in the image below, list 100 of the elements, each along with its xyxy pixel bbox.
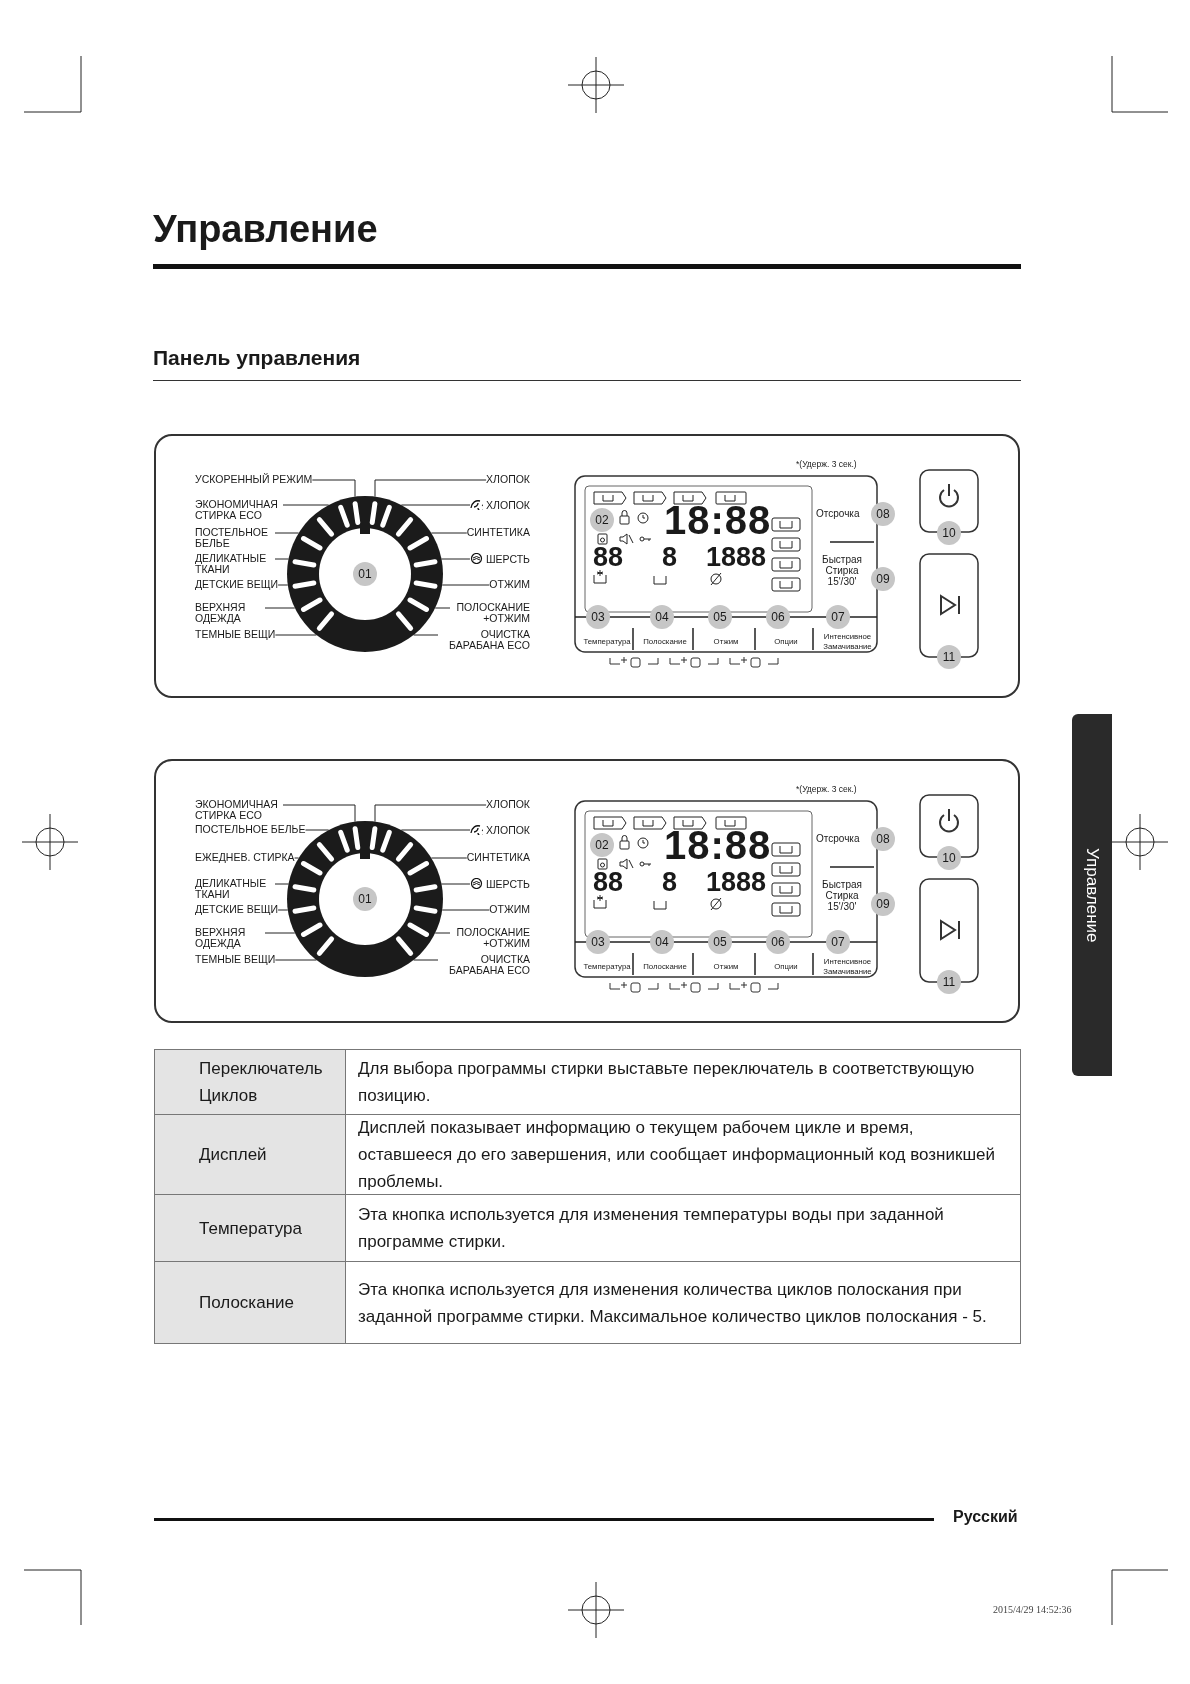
leader-line [282,804,356,823]
callout-number: 08 [871,827,895,851]
segment-digits: 8 [662,869,678,896]
callout-number: 06 [766,605,790,629]
leader-line [434,607,451,609]
leader-line [274,959,317,961]
section-tab: Управление [1072,714,1112,1076]
program-label: ВЕРХНЯЯ ОДЕЖДА [195,602,265,624]
button-label: Отсрочка [816,833,860,844]
button-label: Быстрая Стирка 15'/30' [821,554,863,587]
segment-digits: 18:88 [664,500,772,540]
segment-digits: 18:88 [664,825,772,865]
page-language: Русский [953,1508,1018,1526]
table-cell: Для выбора программы стирки выставьте переключатель в соответствующую позицию. [345,1049,1021,1115]
leader-line [413,959,439,961]
table-cell: Эта кнопка используется для изменения количества циклов полоскания при заданной программе стирки. Максимальное количество циклов полоскания - 5. [345,1261,1021,1344]
callout-number: 03 [586,605,610,629]
leader-line [277,909,289,911]
program-label: ШЕРСТЬ [485,553,530,565]
section-heading: Панель управления [153,346,361,370]
callout-number: 03 [586,930,610,954]
row-header-cell: Полоскание [154,1261,346,1344]
callout-number: 07 [826,930,850,954]
row-header-cell: Дисплей [154,1114,346,1195]
callout-number: 11 [937,970,961,994]
leader-line [274,634,317,636]
row-header-cell: Температура [154,1194,346,1262]
program-label: ОЧИСТКА БАРАБАНА ECO [438,629,530,651]
leader-line [430,857,468,859]
program-label: ТЕМНЫЕ ВЕЩИ [195,629,276,640]
leader-line [434,932,451,934]
program-label: ПОЛОСКАНИЕ +ОТЖИМ [450,602,530,624]
leader-line [441,584,490,586]
program-label: ПОСТЕЛЬНОЕ БЕЛЬЕ [195,527,275,549]
leader-line [282,504,330,506]
button-label: Быстрая Стирка 15'/30' [821,879,863,912]
leader-line [274,558,289,560]
program-label: СИНТЕТИКА [466,852,530,863]
leader-line [264,932,296,934]
program-label: УСКОРЕННЫЙ РЕЖИМ [195,474,313,485]
callout-number: 02 [590,508,614,532]
program-label: ОЧИСТКА БАРАБАНА ECO [438,954,530,976]
leader-line [305,829,330,831]
program-label: ПОЛОСКАНИЕ +ОТЖИМ [450,927,530,949]
program-label: ХЛОПОК [486,499,530,511]
program-label: ХЛОПОК [486,799,530,810]
program-label: ЭКОНОМИЧНАЯ СТИРКА ECO [195,799,283,821]
leader-line [274,883,289,885]
leader-line [430,532,468,534]
callout-number: 04 [650,930,674,954]
control-panel [154,434,1020,698]
segment-digits: 8 [662,544,678,571]
callout-number: 05 [708,605,732,629]
leader-line [413,634,439,636]
leader-line [311,479,356,498]
leader-line [264,607,296,609]
callout-number: 11 [937,645,961,669]
callout-number: 09 [871,567,895,591]
leader-line [374,804,487,823]
leader-line [294,857,300,859]
program-label: ДЕЛИКАТНЫЕ ТКАНИ [195,553,275,575]
callout-number: 08 [871,502,895,526]
segment-digits: 88 [593,544,624,571]
program-label: ДЕТСКИЕ ВЕЩИ [195,904,279,915]
button-label: Отсрочка [816,508,860,519]
program-label: ЕЖЕДНЕВ. СТИРКА [195,852,295,863]
callout-number: 10 [937,521,961,545]
leader-line [400,504,471,506]
control-panel [154,759,1020,1023]
segment-digits: 1888 [706,544,767,571]
segment-digits: 1888 [706,869,767,896]
program-label: ВЕРХНЯЯ ОДЕЖДА [195,927,265,949]
callout-number: 09 [871,892,895,916]
leader-line [374,479,487,498]
leader-line [277,584,289,586]
program-label: ТЕМНЫЕ ВЕЩИ [195,954,276,965]
program-label: ХЛОПОК [486,824,530,836]
leader-line [441,558,471,560]
program-label: ОТЖИМ [489,904,530,915]
program-label: ПОСТЕЛЬНОЕ БЕЛЬЕ [195,824,306,835]
leader-line [441,883,471,885]
leader-line [274,532,300,534]
leader-line [400,829,471,831]
segment-digits: 88 [593,869,624,896]
leader-line [441,909,490,911]
program-label: ДЕТСКИЕ ВЕЩИ [195,579,279,590]
row-header-cell: Переключатель Циклов [154,1049,346,1115]
page-title: Управление [153,208,378,251]
callout-number: 02 [590,833,614,857]
hold-note: *(Удерж. 3 сек.) [796,459,857,469]
program-label: ДЕЛИКАТНЫЕ ТКАНИ [195,878,275,900]
program-label: ХЛОПОК [486,474,530,485]
print-timestamp: 2015/4/29 14:52:36 [993,1604,1072,1615]
program-label: СИНТЕТИКА [466,527,530,538]
callout-number: 06 [766,930,790,954]
callout-number: 04 [650,605,674,629]
program-label: ШЕРСТЬ [485,878,530,890]
callout-number: 10 [937,846,961,870]
hold-note: *(Удерж. 3 сек.) [796,784,857,794]
program-label: ОТЖИМ [489,579,530,590]
